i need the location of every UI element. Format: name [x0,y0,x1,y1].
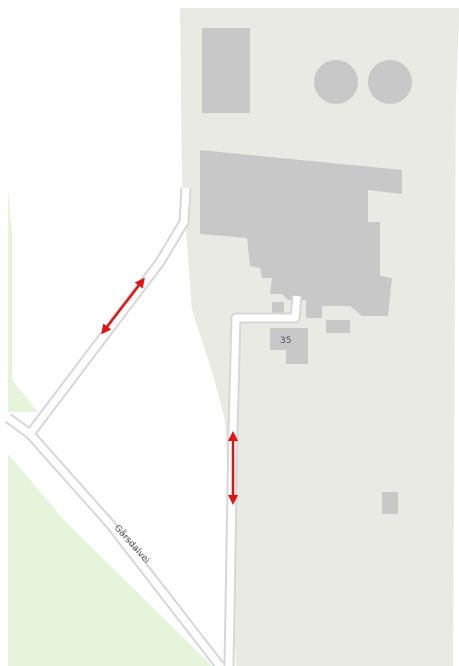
double-headed-arrow-icon [101,277,238,505]
buildings [200,28,412,514]
building-silo-left [314,60,358,104]
building-warehouse-north [202,28,250,113]
building-silo-right [368,60,412,104]
building-small-southeast [382,492,398,514]
building-main-complex [200,150,402,318]
road-gardsdalvei[interactable] [5,415,223,666]
road-access-to-plant[interactable] [225,295,301,666]
road-northeast-branch[interactable] [27,187,190,437]
road-fills [5,187,301,666]
house-number-label: 35 [280,336,291,346]
arrow-marker-upper [101,277,145,335]
building-shed-east [326,320,350,333]
green-area-lower [8,445,212,666]
green-area-upper [8,190,38,412]
building-number-35-extension [286,348,308,364]
building-number-35 [270,328,308,350]
